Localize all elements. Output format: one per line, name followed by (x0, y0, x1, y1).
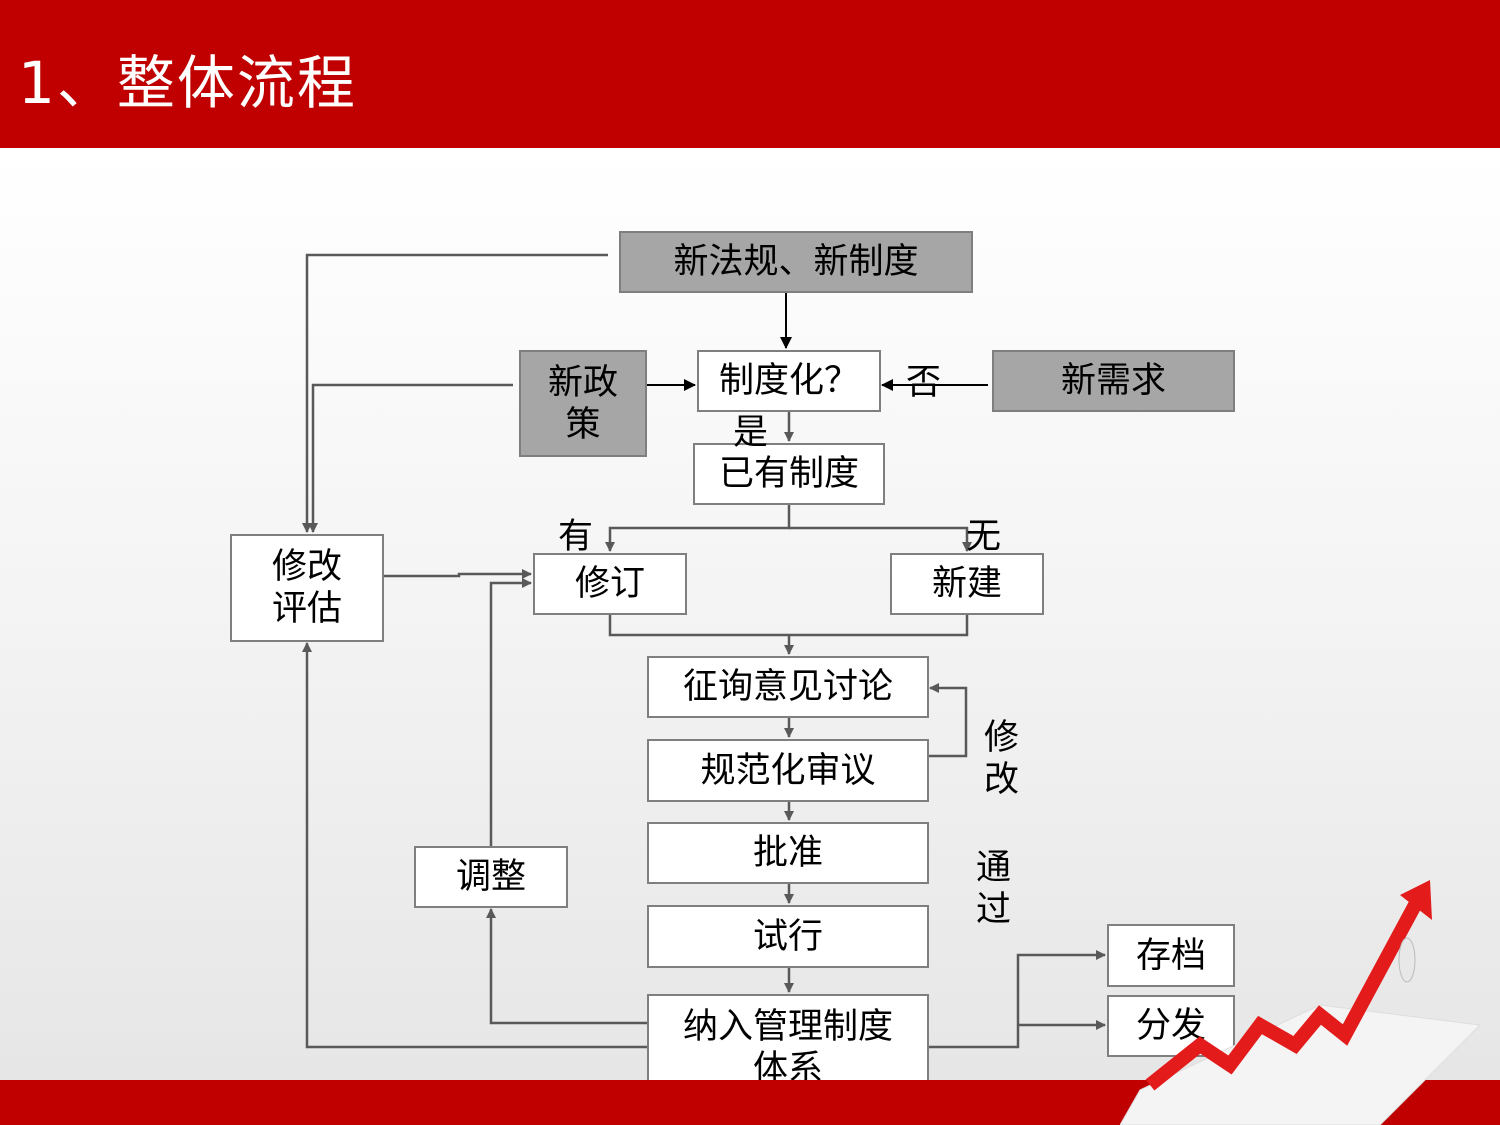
no-label: 否 (906, 363, 942, 403)
pass-label: 通过 (976, 848, 1012, 930)
edge-regulation-to-assessment (302, 253, 608, 533)
consultation-box: 征询意见讨论 (647, 656, 929, 718)
edge-adjust-to-revise (489, 578, 532, 846)
slide-title: 1、整体流程 (18, 49, 357, 117)
approve-box: 批准 (647, 822, 929, 884)
trial-box: 试行 (647, 905, 929, 968)
new-demand-box: 新需求 (992, 350, 1235, 412)
existing-system-box: 已有制度 (693, 443, 885, 505)
edge-existing-to-new (789, 526, 972, 552)
modify-label: 修改 (984, 718, 1020, 800)
yes-label: 是 (733, 413, 769, 453)
archive-box: 存档 (1107, 924, 1235, 987)
adjust-box: 调整 (414, 846, 568, 908)
edge-include-to-adjust (486, 908, 647, 1025)
growth-arrow-illustration-icon (1120, 880, 1482, 1125)
new-regulation-box: 新法规、新制度 (619, 231, 973, 293)
edge-assessment-to-revise (383, 569, 532, 579)
edge-merge-to-consult (608, 614, 969, 654)
none-label: 无 (966, 517, 1002, 557)
slide-header: 1、整体流程 (0, 0, 1500, 148)
revise-box: 修订 (533, 553, 687, 615)
new-policy-box: 新政策 (519, 350, 647, 457)
institutionalize-decision-box: 制度化？ (697, 350, 881, 412)
has-label: 有 (558, 517, 594, 557)
create-new-box: 新建 (890, 553, 1044, 615)
edge-existing-branch (605, 504, 791, 552)
standard-review-box: 规范化审议 (647, 739, 929, 802)
edge-policy-to-assessment (308, 383, 513, 533)
edge-review-modify-loop (928, 683, 968, 758)
edge-include-to-archive (928, 950, 1106, 1049)
edge-include-to-assessment (302, 642, 647, 1049)
revision-assessment-box: 修改评估 (230, 534, 384, 642)
